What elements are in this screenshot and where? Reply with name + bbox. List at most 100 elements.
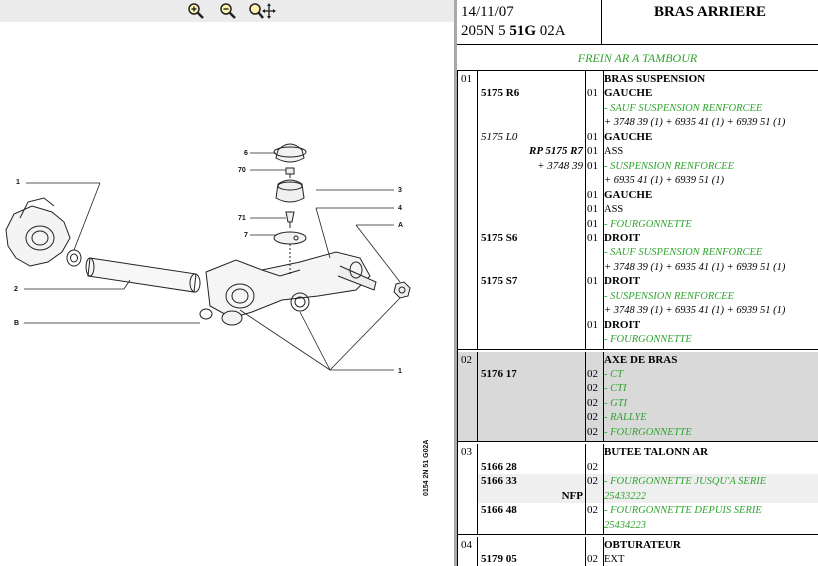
part-description: + 3748 39 (1) + 6935 41 (1) + 6939 51 (1… [604, 305, 786, 317]
part-quantity: 02 [587, 411, 598, 424]
callout-3: 3 [398, 187, 402, 194]
callout-1: 1 [398, 368, 402, 375]
part-reference[interactable]: 5175 S7 [481, 275, 518, 288]
pan-button[interactable] [248, 2, 276, 20]
part-reference[interactable]: 5179 05 [481, 553, 517, 566]
part-quantity: 01 [587, 87, 598, 100]
part-description: - SUSPENSION RENFORCEE [604, 160, 735, 172]
part-description: DROIT [604, 275, 641, 288]
callout-2: 2 [14, 286, 18, 293]
header-info: 14/11/07 205N 5 51G 02A [457, 0, 602, 44]
group-number: 03 [461, 446, 472, 459]
part-description: - GTI [604, 397, 628, 409]
callout-71: 71 [238, 215, 246, 222]
part-quantity: 01 [587, 231, 598, 244]
part-reference[interactable]: NFP [561, 489, 583, 502]
part-quantity: 02 [587, 425, 598, 438]
group-number: 02 [461, 353, 472, 366]
part-quantity: 01 [587, 203, 598, 216]
part-description: BRAS SUSPENSION [604, 73, 706, 85]
zoom-toolbar [0, 0, 454, 22]
part-description: GAUCHE [604, 130, 653, 143]
part-quantity: 01 [587, 188, 598, 201]
column-divider [585, 536, 586, 566]
part-quantity: 02 [587, 504, 598, 517]
part-description: BUTEE TALONN AR [604, 446, 709, 459]
part-quantity: 02 [587, 396, 598, 409]
part-reference[interactable]: 5175 S6 [481, 231, 518, 244]
group-number: 04 [461, 538, 472, 551]
part-description: 25434223 [604, 519, 646, 531]
callout-a: A [398, 222, 403, 229]
group-highlight [457, 351, 818, 442]
pane-divider[interactable] [454, 0, 457, 566]
column-divider [477, 351, 478, 442]
column-divider [585, 444, 586, 534]
part-description: - CTI [604, 383, 627, 395]
part-description: + 6935 41 (1) + 6939 51 (1) [604, 175, 725, 187]
callout-6: 6 [244, 150, 248, 157]
part-reference[interactable]: 5175 L0 [481, 130, 518, 143]
callout-4: 4 [398, 205, 402, 212]
column-divider [585, 71, 586, 349]
part-description: GAUCHE [604, 87, 653, 100]
part-quantity: 01 [587, 318, 598, 331]
part-reference[interactable]: + 3748 39 [537, 159, 583, 172]
callout-5: 1 [16, 179, 20, 186]
part-description: 25433222 [604, 490, 646, 502]
part-description: - SUSPENSION RENFORCEE [604, 290, 735, 302]
part-quantity: 01 [587, 130, 598, 143]
part-description: - CT [604, 369, 623, 380]
zoom-out-icon [220, 3, 236, 19]
row-highlight [478, 474, 818, 489]
callout-70: 70 [238, 167, 246, 174]
header-date: 14/11/07 [461, 4, 514, 20]
header-code-prefix: 205N 5 [461, 23, 510, 39]
part-description: ASS [604, 146, 624, 158]
part-quantity: 01 [587, 275, 598, 288]
part-quantity: 02 [587, 475, 598, 488]
part-reference[interactable]: RP 5175 R7 [529, 145, 583, 158]
row-highlight [478, 488, 818, 504]
table-left-border [457, 71, 458, 566]
zoom-in-button[interactable] [186, 2, 206, 20]
part-reference[interactable]: 5166 28 [481, 460, 517, 473]
pan-icon [249, 3, 276, 19]
part-quantity: 02 [587, 368, 598, 380]
part-description: OBTURATEUR [604, 538, 681, 551]
part-description: DROIT [604, 318, 641, 331]
part-description: - RALLYE [604, 412, 647, 424]
column-divider [477, 444, 478, 534]
part-description: + 3748 39 (1) + 6935 41 (1) + 6939 51 (1… [604, 261, 786, 273]
part-description: EXT [604, 554, 625, 566]
callout-b: B [14, 320, 19, 327]
part-quantity: 02 [587, 460, 598, 473]
exploded-view-drawing: 1 2 B 6 70 3 4 71 7 A 1 0154 2N 51 G02A [5, 143, 430, 496]
callout-7: 7 [244, 232, 248, 239]
group-divider [457, 348, 818, 350]
column-divider [603, 444, 604, 534]
part-description: - FOURGONNETTE [604, 426, 692, 438]
part-description: - FOURGONNETTE DEPUIS SERIE [604, 505, 762, 517]
part-quantity: 02 [587, 382, 598, 395]
part-description: - SAUF SUSPENSION RENFORCEE [604, 102, 763, 114]
group-number: 01 [461, 73, 472, 85]
column-divider [477, 536, 478, 566]
part-description: + 3748 39 (1) + 6935 41 (1) + 6939 51 (1… [604, 117, 786, 129]
drawing-reference-code: 0154 2N 51 G02A [423, 440, 430, 496]
group-divider [457, 441, 818, 443]
column-divider [603, 536, 604, 566]
part-quantity: 01 [587, 159, 598, 172]
part-description: GAUCHE [604, 188, 653, 201]
part-description: AXE DE BRAS [604, 353, 678, 366]
section-subtitle: FREIN AR A TAMBOUR [577, 51, 698, 65]
part-reference[interactable]: 5175 R6 [481, 87, 520, 100]
zoom-out-button[interactable] [218, 2, 238, 20]
part-description: - FOURGONNETTE [604, 218, 692, 230]
part-reference[interactable]: 5166 48 [481, 504, 517, 517]
part-description: ASS [604, 204, 624, 216]
part-reference[interactable]: 5176 17 [481, 368, 517, 380]
part-description: - FOURGONNETTE [604, 334, 692, 346]
part-reference[interactable]: 5166 33 [481, 475, 517, 488]
header-code-bold: 51G [509, 23, 537, 39]
